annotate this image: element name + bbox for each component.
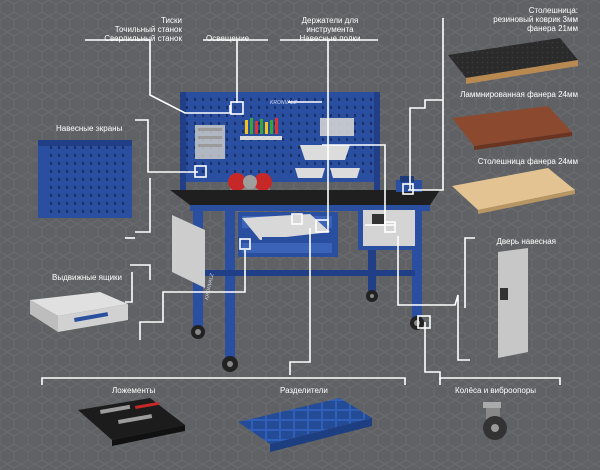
callout-lines (41, 18, 561, 385)
label-tabletop-1: Столешница: (528, 6, 578, 15)
label-drawers: Выдвижные ящики (52, 273, 123, 282)
side-cabinet (358, 206, 420, 250)
caster-thumb (483, 402, 507, 440)
drawer-cabinet (238, 212, 338, 257)
label-grinder: Точильный станок (114, 25, 182, 34)
label-lighting: Освещение (206, 34, 250, 43)
casters (191, 290, 424, 372)
label-tabletop-3: фанера 21мм (527, 24, 578, 33)
svg-text:KRONVALZ: KRONVALZ (204, 272, 216, 300)
lodgment-thumb (78, 398, 185, 446)
label-lodgments: Ложементы (112, 386, 156, 395)
label-dividers: Разделители (280, 386, 328, 395)
callout-markers (194, 101, 431, 329)
label-holders-2: инструмента (306, 25, 354, 34)
brand-logo-top: KRONVALZ (270, 100, 298, 106)
dividers-thumb (238, 398, 372, 452)
laminated-plywood-thumb (452, 106, 572, 146)
hanging-screen-thumb (38, 140, 132, 218)
label-vise: Тиски (161, 16, 182, 25)
door-thumb (498, 248, 528, 358)
drawer-thumb (30, 292, 128, 332)
label-holders-1: Держатели для (301, 16, 359, 25)
worktop (170, 190, 440, 205)
bench-grinder (228, 173, 272, 191)
tabletop-rubber-thumb (448, 38, 578, 84)
label-shelves: Навесные полки (299, 34, 361, 43)
label-drill: Сверлильный станок (104, 34, 182, 43)
label-door: Дверь навесная (496, 237, 556, 246)
side-screen (172, 215, 205, 288)
tool-holders (195, 118, 282, 159)
plywood-tabletop-thumb (452, 168, 575, 210)
label-wheels: Колёса и виброопоры (455, 386, 537, 395)
label-tabletop-2: резиновый коврик 3мм (493, 15, 578, 24)
hanging-shelves (295, 118, 360, 178)
label-laminated: Ламмнированная фанера 24мм (460, 90, 578, 99)
label-plywood: Столешница фанера 24мм (477, 157, 578, 166)
label-screens: Навесные экраны (56, 124, 123, 133)
